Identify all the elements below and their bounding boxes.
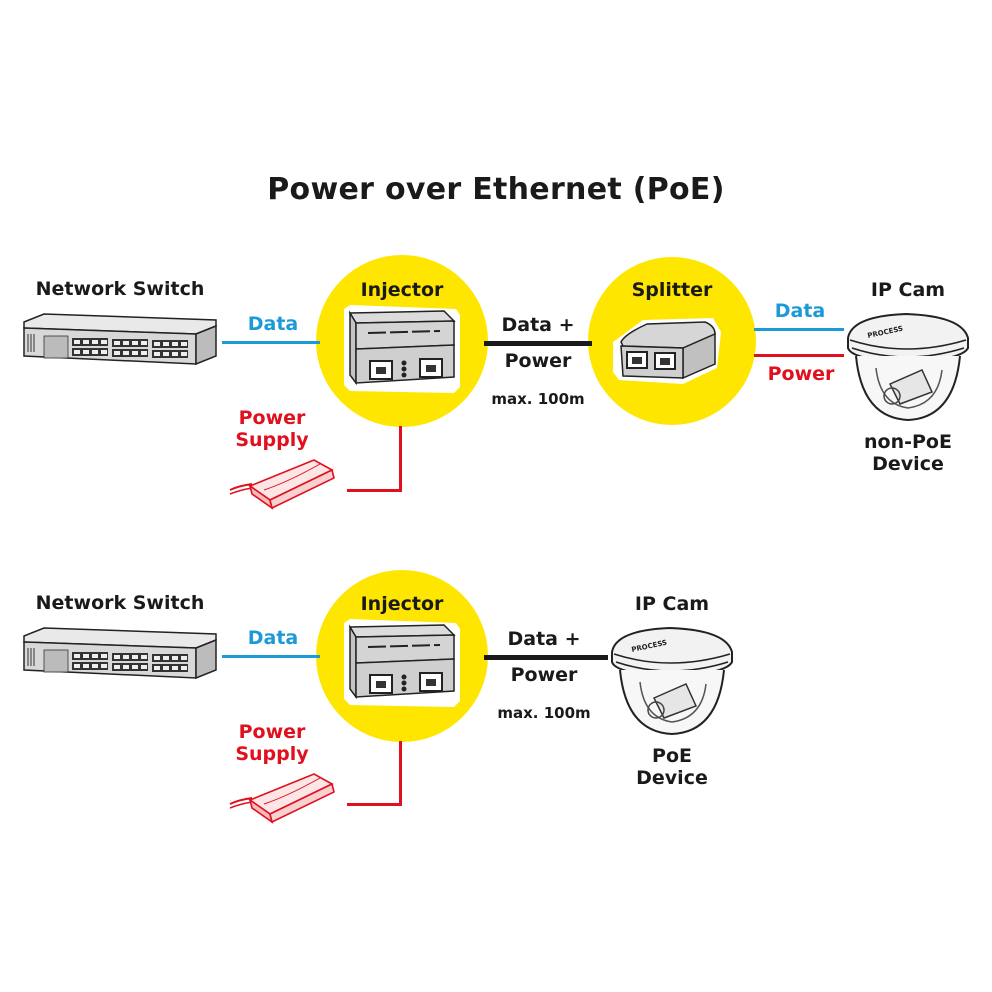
injector-label: Injector: [360, 279, 444, 301]
device-type-line2: Device: [636, 767, 708, 789]
dome-camera-icon: PROCESS: [842, 308, 972, 424]
power-cable-vertical: [399, 426, 402, 492]
combined-label-line2: Power: [504, 350, 572, 372]
splitter-label: Splitter: [631, 279, 713, 301]
device-type-line1: PoE: [652, 745, 692, 767]
distance-label: max. 100m: [497, 704, 591, 722]
injector-label: Injector: [360, 593, 444, 615]
data-label: Data: [247, 627, 299, 649]
data-power-cable: [484, 655, 608, 660]
combined-label-line1: Data +: [501, 314, 575, 336]
poe-injector-icon: [344, 619, 460, 707]
split-data-label: Data: [774, 300, 826, 322]
power-cable-horizontal: [347, 803, 402, 806]
power-supply-label-line1: Power: [238, 721, 306, 743]
power-supply-label-line2: Supply: [235, 743, 309, 765]
network-switch-label: Network Switch: [35, 278, 205, 300]
distance-label: max. 100m: [491, 390, 585, 408]
power-supply-label-line1: Power: [238, 407, 306, 429]
ip-cam-label: IP Cam: [870, 279, 946, 301]
poe-splitter-icon: [613, 318, 721, 386]
combined-label-line1: Data +: [507, 628, 581, 650]
data-cable: [222, 341, 320, 344]
data-label: Data: [247, 313, 299, 335]
power-cable-horizontal: [347, 489, 402, 492]
network-switch-icon: [20, 626, 220, 682]
combined-label-line2: Power: [510, 664, 578, 686]
split-power-label: Power: [767, 363, 835, 385]
dome-camera-icon: PROCESS: [606, 622, 736, 738]
power-cable-vertical: [399, 741, 402, 806]
network-switch-label: Network Switch: [35, 592, 205, 614]
data-cable: [222, 655, 320, 658]
diagram-title: Power over Ethernet (PoE): [267, 172, 725, 207]
split-data-cable: [754, 328, 844, 331]
power-supply-label-line2: Supply: [235, 429, 309, 451]
data-power-cable: [484, 341, 592, 346]
power-adapter-icon: [228, 456, 348, 512]
split-power-cable: [754, 354, 844, 357]
poe-injector-icon: [344, 305, 460, 393]
power-adapter-icon: [228, 770, 348, 826]
network-switch-icon: [20, 312, 220, 368]
device-type-line1: non-PoE: [864, 431, 952, 453]
device-type-line2: Device: [872, 453, 944, 475]
ip-cam-label: IP Cam: [634, 593, 710, 615]
